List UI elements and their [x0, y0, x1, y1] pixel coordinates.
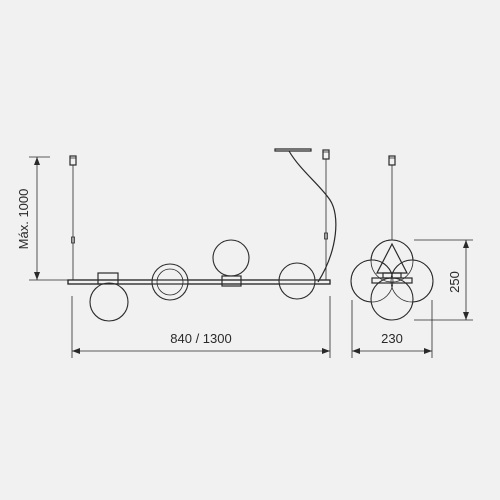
glass-globe-1 — [89, 282, 129, 322]
front-view: Máx. 1000 840 / 1300 — [16, 148, 337, 358]
side-width-label: 230 — [381, 331, 403, 346]
right-ceiling-canopy — [322, 149, 330, 160]
side-globe-bottom — [370, 277, 414, 321]
side-view: 230 250 — [350, 155, 473, 358]
left-ceiling-canopy — [69, 155, 77, 166]
height-dimension: Máx. 1000 — [16, 156, 68, 281]
power-cord — [288, 150, 337, 283]
height-label: Máx. 1000 — [16, 189, 31, 250]
ceiling-plate — [274, 148, 312, 152]
side-ceiling-canopy — [388, 155, 396, 166]
width-label: 840 / 1300 — [170, 331, 231, 346]
lamp-cup-1 — [97, 272, 119, 285]
side-height-label: 250 — [447, 271, 462, 293]
side-height-dimension: 250 — [414, 239, 473, 321]
side-width-dimension: 230 — [351, 300, 433, 358]
glass-globe-4 — [278, 262, 316, 300]
width-dimension: 840 / 1300 — [71, 296, 331, 358]
lamp-cup-3 — [221, 275, 242, 287]
glass-globe-3 — [212, 239, 250, 277]
